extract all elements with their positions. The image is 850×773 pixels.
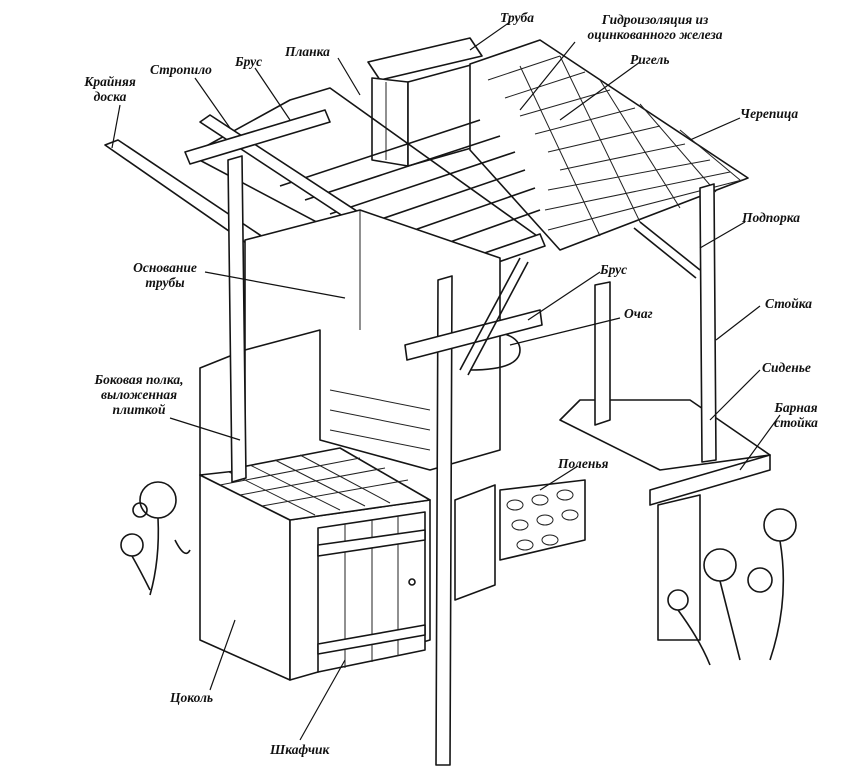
label-ochag: Очаг bbox=[624, 306, 653, 321]
label-krainyaya-doska: Крайняя доска bbox=[70, 74, 150, 104]
label-cherepitsa: Черепица bbox=[740, 106, 799, 121]
label-gidroizolyatsiya: Гидроизоляция из оцинкованного железа bbox=[565, 12, 745, 42]
posts-drawing bbox=[227, 155, 717, 766]
label-bokovaya-line2: выложенная bbox=[100, 387, 178, 402]
label-bokovaya-polka: Боковая полка, выложенная плиткой bbox=[80, 372, 198, 417]
label-gidroizolyatsiya-line2: оцинкованного железа bbox=[587, 27, 723, 42]
label-osnovanie-line1: Основание bbox=[133, 260, 197, 275]
label-krainyaya-line1: Крайняя bbox=[84, 74, 136, 89]
label-stoika: Стойка bbox=[765, 296, 813, 311]
label-planka: Планка bbox=[285, 44, 330, 59]
label-barnaya-line2: стойка bbox=[774, 415, 818, 430]
label-osnovanie-line2: трубы bbox=[145, 275, 185, 290]
label-rigel: Ригель bbox=[630, 52, 670, 67]
leader-lines bbox=[111, 21, 781, 741]
label-osnovanie-truby: Основание трубы bbox=[120, 260, 210, 290]
label-krainyaya-line2: доска bbox=[93, 89, 127, 104]
label-barnaya-stoika: Барная стойка bbox=[765, 400, 827, 430]
hearth-drawing bbox=[244, 209, 521, 471]
label-stropilo: Стропило bbox=[150, 62, 212, 77]
label-sidenie: Сиденье bbox=[762, 360, 811, 375]
flowers-right-drawing bbox=[667, 508, 797, 666]
chimney-drawing bbox=[367, 37, 483, 167]
label-polenya: Поленья bbox=[558, 456, 609, 471]
label-podporka: Подпорка bbox=[742, 210, 801, 225]
label-gidroizolyatsiya-line1: Гидроизоляция из bbox=[601, 12, 709, 27]
label-brus-mid: Брус bbox=[600, 262, 628, 277]
label-barnaya-line1: Барная bbox=[774, 400, 818, 415]
roof-tiles-drawing bbox=[469, 39, 749, 251]
bar-counter-drawing bbox=[559, 281, 771, 641]
label-shkafchik: Шкафчик bbox=[270, 742, 330, 757]
label-bokovaya-line3: плиткой bbox=[112, 402, 166, 417]
firewood-drawing bbox=[454, 479, 586, 601]
label-bokovaya-line1: Боковая полка, bbox=[94, 372, 184, 387]
cabinet-door-drawing bbox=[317, 511, 426, 673]
label-truba: Труба bbox=[500, 10, 534, 25]
label-brus-top: Брус bbox=[235, 54, 263, 69]
label-tsokol: Цоколь bbox=[170, 690, 214, 705]
flowers-left-drawing bbox=[120, 481, 191, 596]
